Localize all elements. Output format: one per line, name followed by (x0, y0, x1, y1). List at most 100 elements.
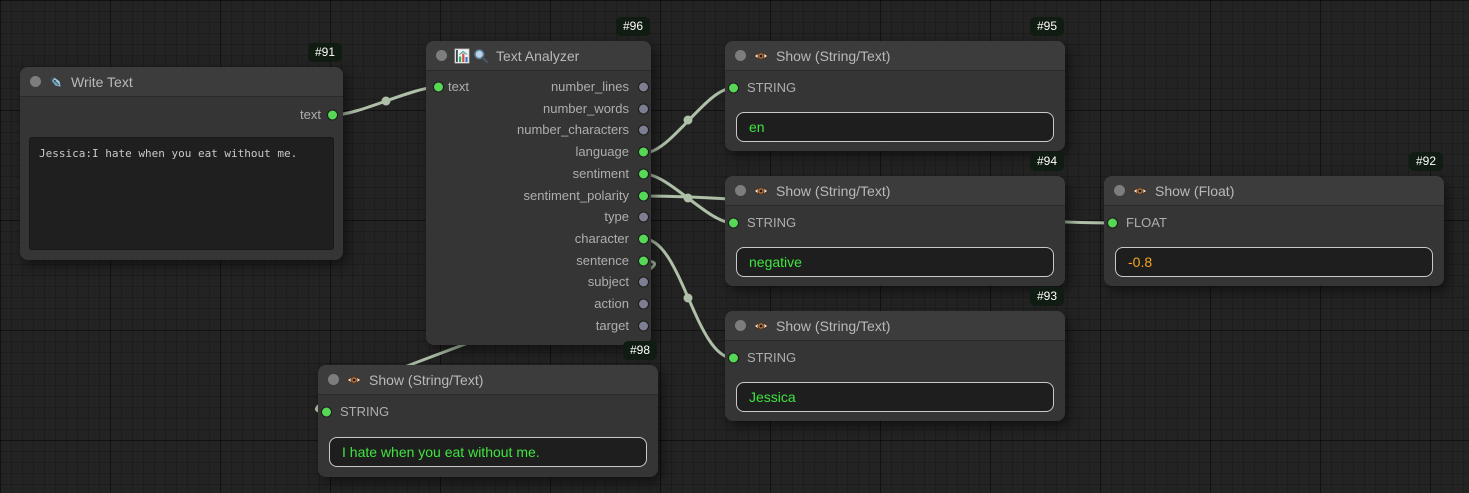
node-title: Show (String/Text) (776, 47, 891, 64)
node-order-badge: #92 (1408, 152, 1443, 171)
node-show-sentence[interactable]: #98 Show (String/Text) STRING I hate whe… (318, 341, 658, 477)
collapse-dot[interactable] (30, 76, 41, 87)
value-display[interactable]: Jessica (736, 382, 1054, 412)
node-show-language[interactable]: #95 Show (String/Text) STRING en (725, 17, 1065, 151)
collapse-dot[interactable] (735, 185, 746, 196)
output-port-language[interactable] (639, 147, 648, 157)
output-label: target (595, 317, 629, 333)
collapse-dot[interactable] (328, 374, 339, 385)
value-text: en (749, 119, 765, 135)
input-row-string: STRING (725, 212, 1065, 234)
output-label: sentiment_polarity (523, 187, 630, 203)
wire-midpoint-dot (683, 193, 693, 203)
value-text: -0.8 (1128, 254, 1153, 270)
output-row: character (426, 228, 651, 250)
node-title: Write Text (71, 73, 133, 90)
value-text: Jessica (749, 389, 796, 405)
collapse-dot[interactable] (1114, 185, 1125, 196)
input-label: STRING (747, 215, 797, 230)
node-title: Show (String/Text) (369, 371, 484, 388)
node-header[interactable]: Write Text (20, 67, 343, 97)
input-label: STRING (747, 80, 797, 95)
input-row-text: text (426, 76, 651, 98)
output-label: number_words (543, 100, 629, 116)
value-display[interactable]: -0.8 (1115, 247, 1433, 277)
magnifier-icon (474, 48, 489, 63)
node-title: Show (Float) (1155, 182, 1235, 199)
output-label: language (575, 144, 630, 160)
output-label: sentiment (572, 165, 629, 181)
input-port-string[interactable] (322, 407, 331, 417)
eye-icon (753, 186, 769, 195)
output-label: type (604, 209, 629, 225)
output-row: number_characters (426, 119, 651, 141)
output-port-sentiment[interactable] (639, 169, 648, 179)
node-show-sentiment[interactable]: #94 Show (String/Text) STRING negative (725, 152, 1065, 286)
output-port-number-characters[interactable] (639, 125, 648, 135)
output-port-target[interactable] (639, 321, 648, 331)
output-port-action[interactable] (639, 299, 648, 309)
collapse-dot[interactable] (735, 50, 746, 61)
input-row-float: FLOAT (1104, 212, 1444, 234)
node-header[interactable]: Text Analyzer (426, 41, 651, 71)
value-text: negative (749, 254, 802, 270)
output-port-text[interactable] (328, 110, 337, 120)
input-label: STRING (747, 350, 797, 365)
node-write-text[interactable]: #91 Write Text text Jessica:I hate when … (20, 43, 343, 260)
node-show-float[interactable]: #92 Show (Float) FLOAT -0.8 (1104, 152, 1444, 286)
output-label: action (594, 296, 629, 311)
wire-midpoint-dot (381, 96, 391, 106)
input-port-string[interactable] (729, 218, 738, 228)
input-label: text (448, 79, 469, 94)
node-header[interactable]: Show (Float) (1104, 176, 1444, 206)
text-input-widget[interactable]: Jessica:I hate when you eat without me. (29, 137, 334, 250)
node-order-badge: #96 (615, 17, 650, 36)
output-row: action (426, 293, 651, 315)
output-port-subject[interactable] (639, 277, 648, 287)
output-port-sentiment-polarity[interactable] (639, 191, 648, 200)
value-display[interactable]: negative (736, 247, 1054, 277)
output-label: number_characters (517, 122, 629, 138)
output-label: character (574, 230, 629, 246)
output-row-text: text (20, 104, 343, 126)
node-header[interactable]: Show (String/Text) (318, 365, 658, 395)
value-display[interactable]: en (736, 112, 1054, 142)
input-row-string: STRING (318, 401, 658, 423)
collapse-dot[interactable] (436, 50, 447, 61)
node-text-analyzer[interactable]: #96 Text Analyzer text number_lines (426, 17, 651, 345)
node-title: Show (String/Text) (776, 182, 891, 199)
output-label: text (300, 107, 321, 122)
node-show-character[interactable]: #93 Show (String/Text) STRING Jessica (725, 287, 1065, 421)
output-port-number-words[interactable] (639, 104, 648, 114)
output-row: sentence (426, 250, 651, 272)
input-port-float[interactable] (1108, 218, 1117, 228)
node-order-badge: #93 (1029, 287, 1064, 306)
output-row: number_lines (426, 76, 651, 98)
pen-nib-icon (49, 75, 61, 87)
output-port-character[interactable] (639, 234, 648, 244)
node-order-badge: #94 (1029, 152, 1064, 171)
wire-midpoint-dot (683, 293, 693, 303)
eye-icon (753, 51, 769, 60)
output-port-number-lines[interactable] (639, 82, 648, 92)
eye-icon (753, 321, 769, 330)
node-title: Text Analyzer (496, 47, 580, 64)
value-display[interactable]: I hate when you eat without me. (329, 437, 647, 467)
node-header[interactable]: Show (String/Text) (725, 311, 1065, 341)
output-row: target (426, 315, 651, 337)
input-row-string: STRING (725, 77, 1065, 99)
input-port-string[interactable] (729, 353, 738, 363)
node-header[interactable]: Show (String/Text) (725, 176, 1065, 206)
output-row: sentiment_polarity (426, 185, 651, 207)
node-header[interactable]: Show (String/Text) (725, 41, 1065, 71)
output-label: subject (587, 274, 629, 290)
output-port-sentence[interactable] (639, 256, 648, 266)
output-row: sentiment (426, 163, 651, 185)
collapse-dot[interactable] (735, 320, 746, 331)
output-label: sentence (576, 252, 629, 268)
input-port-text[interactable] (434, 82, 443, 92)
input-port-string[interactable] (729, 83, 738, 93)
output-label: number_lines (550, 79, 629, 94)
output-port-type[interactable] (639, 212, 648, 222)
